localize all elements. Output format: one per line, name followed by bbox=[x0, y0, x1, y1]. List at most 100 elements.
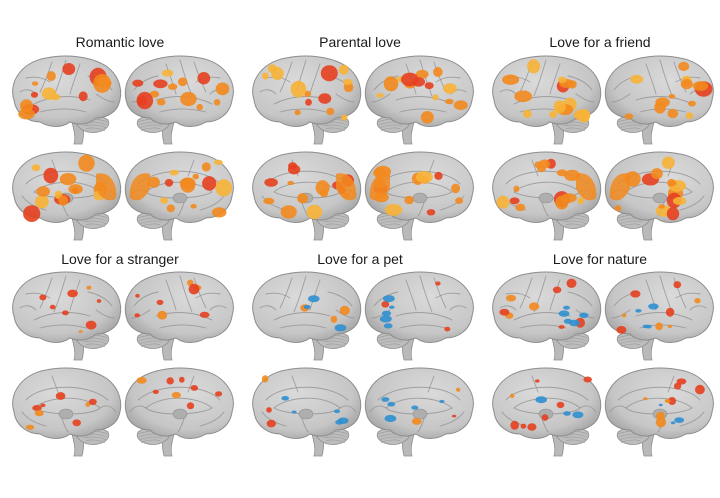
activation-spot bbox=[31, 164, 41, 172]
activation-spot bbox=[261, 72, 269, 80]
activation-spot bbox=[658, 204, 665, 209]
deactivation-spot bbox=[333, 409, 341, 414]
activation-spot bbox=[179, 177, 196, 189]
activation-spot bbox=[152, 389, 159, 394]
activation-spot bbox=[411, 417, 422, 425]
activation-spot bbox=[161, 69, 174, 77]
activation-spot bbox=[190, 204, 197, 209]
deactivation-spot bbox=[579, 312, 589, 319]
activation-spot bbox=[673, 382, 682, 390]
activation-spot bbox=[651, 168, 663, 180]
activation-spot bbox=[678, 61, 690, 71]
activation-spot bbox=[263, 197, 275, 205]
medial-brain-view bbox=[12, 367, 122, 457]
activation-spot bbox=[673, 281, 682, 289]
activation-spot bbox=[186, 402, 195, 410]
activation-spot bbox=[78, 330, 83, 333]
deactivation-spot bbox=[387, 401, 396, 407]
activation-spot bbox=[664, 398, 671, 403]
activation-spot bbox=[558, 76, 567, 84]
panel-title-romantic-love: Romantic love bbox=[75, 34, 165, 50]
deactivation-spot bbox=[563, 411, 571, 416]
activation-spot bbox=[433, 67, 443, 77]
lateral-brain-view bbox=[364, 271, 474, 361]
activation-spot bbox=[180, 91, 197, 107]
activation-spot bbox=[166, 204, 175, 213]
activation-spot bbox=[435, 281, 441, 286]
activation-spot bbox=[451, 183, 461, 194]
activation-spot bbox=[528, 302, 540, 311]
activation-spot bbox=[376, 93, 384, 98]
panel-title-love-for-a-pet: Love for a pet bbox=[317, 251, 403, 267]
activation-spot bbox=[167, 83, 178, 90]
activation-spot bbox=[695, 384, 705, 395]
activation-spot bbox=[318, 93, 332, 104]
activation-spot bbox=[32, 405, 42, 411]
deactivation-spot bbox=[411, 405, 419, 410]
activation-spot bbox=[215, 179, 233, 197]
lateral-brain-view bbox=[124, 271, 234, 361]
activation-spot bbox=[456, 387, 461, 392]
activation-spot bbox=[535, 379, 540, 383]
medial-brain-view bbox=[124, 151, 234, 241]
deactivation-spot bbox=[381, 397, 390, 402]
activation-spot bbox=[520, 423, 527, 429]
activation-spot bbox=[135, 293, 140, 298]
activation-spot bbox=[561, 193, 577, 203]
activation-spot bbox=[667, 324, 673, 328]
activation-spot bbox=[134, 313, 140, 318]
lateral-brain-view bbox=[124, 55, 234, 145]
activation-spot bbox=[157, 310, 168, 320]
activation-spot bbox=[266, 407, 272, 413]
activation-spot bbox=[577, 197, 584, 205]
activation-spot bbox=[169, 169, 179, 176]
activation-spot bbox=[676, 378, 687, 385]
activation-spot bbox=[40, 403, 46, 408]
activation-spot bbox=[199, 311, 210, 318]
activation-spot bbox=[384, 204, 403, 216]
medial-brain-view bbox=[12, 151, 122, 241]
activation-spot bbox=[643, 397, 648, 401]
activation-spot bbox=[514, 90, 533, 103]
activation-spot bbox=[415, 69, 429, 79]
deactivation-spot bbox=[383, 323, 393, 329]
activation-spot bbox=[147, 176, 160, 188]
activation-spot bbox=[153, 79, 168, 89]
activation-spot bbox=[630, 74, 644, 84]
activation-spot bbox=[30, 91, 39, 98]
activation-spot bbox=[149, 90, 160, 98]
activation-spot bbox=[287, 180, 294, 186]
activation-spot bbox=[96, 173, 117, 201]
activation-spot bbox=[432, 94, 439, 101]
medial-brain-view bbox=[124, 367, 234, 457]
lateral-brain-view bbox=[252, 55, 362, 145]
activation-spot bbox=[39, 294, 47, 301]
activation-spot bbox=[655, 417, 667, 428]
activation-spot bbox=[261, 375, 269, 383]
activation-spot bbox=[558, 325, 565, 329]
activation-spot bbox=[280, 205, 297, 219]
activation-spot bbox=[685, 112, 694, 120]
activation-spot bbox=[36, 186, 50, 197]
activation-spot bbox=[49, 304, 56, 310]
activation-spot bbox=[188, 283, 200, 295]
activation-spot bbox=[666, 207, 680, 221]
activation-spot bbox=[539, 159, 551, 169]
activation-spot bbox=[499, 308, 510, 316]
lateral-brain-view bbox=[12, 55, 122, 145]
activation-spot bbox=[192, 173, 199, 180]
activation-spot bbox=[444, 98, 454, 105]
deactivation-spot bbox=[335, 419, 344, 425]
activation-spot bbox=[58, 195, 69, 206]
activation-spot bbox=[527, 423, 537, 431]
activation-spot bbox=[552, 286, 562, 294]
activation-spot bbox=[688, 100, 696, 107]
deactivation-spot bbox=[303, 304, 311, 310]
activation-spot bbox=[213, 99, 221, 106]
activation-spot bbox=[164, 178, 174, 187]
activation-spot bbox=[50, 93, 61, 101]
activation-spot bbox=[213, 159, 223, 165]
activation-spot bbox=[177, 77, 188, 87]
